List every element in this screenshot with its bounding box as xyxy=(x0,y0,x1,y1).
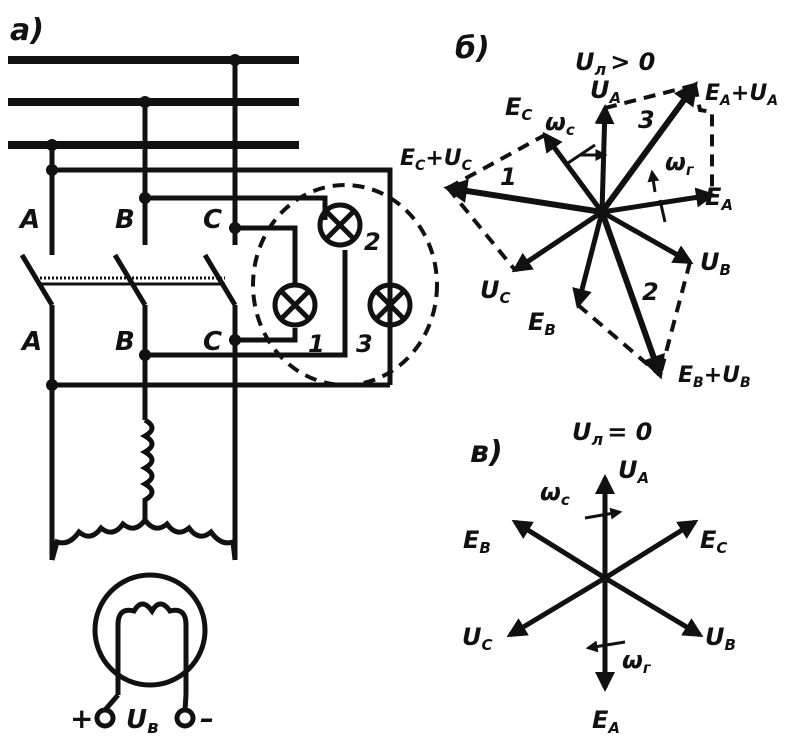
lamp-wire-outer xyxy=(52,167,393,385)
triangle-label-3: 3 xyxy=(638,106,655,134)
vector-ub xyxy=(600,209,694,265)
dashed-edge xyxy=(658,261,692,376)
stator-winding-vertical xyxy=(139,417,155,520)
label-omega-c: ωc xyxy=(540,478,570,509)
vector-eb xyxy=(572,211,605,309)
switch-label-b-top: B xyxy=(115,205,135,235)
vector-ua xyxy=(594,104,615,213)
triangle-label-1: 1 xyxy=(500,163,517,191)
panel-b-label: б) xyxy=(455,31,490,66)
vector-uc xyxy=(511,209,604,273)
lamp-3-icon xyxy=(367,282,413,328)
dashed-edge xyxy=(604,83,696,110)
lamp-2-icon xyxy=(317,202,363,248)
panel-c-phasors: в) Uл= 0 UA ωc EB EC UC UB ωг EA xyxy=(462,418,736,737)
vector-ec xyxy=(603,519,699,581)
dashed-edge xyxy=(693,84,714,195)
label-ec: EC xyxy=(700,526,727,557)
label-omega-g: ωг xyxy=(622,646,652,677)
label-ea: EA xyxy=(592,706,620,737)
label-eb: EB xyxy=(528,308,556,339)
switch-blade-c xyxy=(202,253,238,307)
junction-dot xyxy=(139,192,151,204)
label-ea-plus-ua: EA+UA xyxy=(705,81,778,109)
vector-eb-plus-ub xyxy=(599,210,665,380)
terminal-plus-sign: + xyxy=(70,702,93,735)
label-ea: EA xyxy=(705,183,733,214)
switch-blade-b xyxy=(112,253,148,307)
rotor-icon xyxy=(92,572,208,688)
panel-b-phasors: б) Uл> 0 UA EC ωc EC+UC EA+UA ωг EA UB U… xyxy=(400,31,778,391)
vector-eb xyxy=(511,519,607,581)
field-lead-plus xyxy=(103,693,120,712)
terminal-minus-icon xyxy=(174,707,196,729)
junction-dot xyxy=(229,54,241,66)
junction-dot xyxy=(139,349,151,361)
panel-c-condition: Uл= 0 xyxy=(572,418,652,449)
vector-ec xyxy=(542,131,605,214)
junction-dot xyxy=(46,139,58,151)
label-ua: UA xyxy=(618,456,649,487)
lamp-enclosure xyxy=(251,183,439,387)
dashed-edge xyxy=(446,186,517,272)
triangle-label-2: 2 xyxy=(642,278,659,306)
switch-blade-a xyxy=(19,253,55,307)
stator-winding-left xyxy=(49,518,148,561)
terminal-plus-icon xyxy=(94,707,116,729)
lamp-1-icon xyxy=(272,282,318,328)
panel-c-label: в) xyxy=(470,435,503,470)
vector-ea-plus-ua xyxy=(599,81,698,214)
label-ub: UB xyxy=(700,248,731,279)
panel-a-circuit: а) A B C A B C xyxy=(8,13,439,738)
field-lead-minus xyxy=(182,694,189,711)
omega-g-arrow xyxy=(585,640,626,653)
junction-dot xyxy=(46,164,58,176)
lamp-wire-c xyxy=(235,225,298,285)
panel-a-label: а) xyxy=(10,13,44,48)
omega-g-arrow xyxy=(647,169,660,193)
excitation-voltage-label: Uв xyxy=(126,705,159,738)
switch-label-c-top: C xyxy=(203,205,222,235)
switch-label-c-bottom: C xyxy=(203,327,222,357)
vector-uc xyxy=(506,575,607,638)
junction-dot xyxy=(139,96,151,108)
field-winding xyxy=(115,601,189,695)
omega-c-arrow xyxy=(584,507,623,520)
label-ec-plus-uc: EC+UC xyxy=(400,146,473,174)
switch-label-a-bottom: A xyxy=(20,327,42,357)
vector-ea xyxy=(601,187,716,215)
lamp-label-1: 1 xyxy=(308,330,325,358)
stator-winding-right xyxy=(142,518,238,561)
label-uc: UC xyxy=(462,623,493,654)
lamp-return-b xyxy=(145,250,348,358)
vector-ub xyxy=(603,575,704,638)
terminal-minus-sign: – xyxy=(200,702,214,735)
lamp-label-2: 2 xyxy=(364,228,381,256)
label-ec: EC xyxy=(505,93,532,124)
junction-dot xyxy=(229,222,241,234)
label-omega-g: ωг xyxy=(665,148,695,179)
label-eb-plus-ub: EB+UB xyxy=(678,363,751,391)
switch-label-b-bottom: B xyxy=(115,327,135,357)
vector-ec-plus-uc xyxy=(443,179,603,215)
junction-dot xyxy=(229,334,241,346)
label-eb: EB xyxy=(463,526,491,557)
panel-b-condition: Uл> 0 xyxy=(575,48,655,79)
label-omega-c: ωc xyxy=(545,108,575,139)
label-ub: UB xyxy=(705,623,736,654)
label-ua: UA xyxy=(590,76,621,107)
label-uc: UC xyxy=(480,276,511,307)
junction-dot xyxy=(46,379,58,391)
omega-g-tick xyxy=(658,199,667,223)
lamp-label-3: 3 xyxy=(356,330,373,358)
lamp-return-c xyxy=(235,328,298,343)
switch-label-a-top: A xyxy=(18,205,40,235)
